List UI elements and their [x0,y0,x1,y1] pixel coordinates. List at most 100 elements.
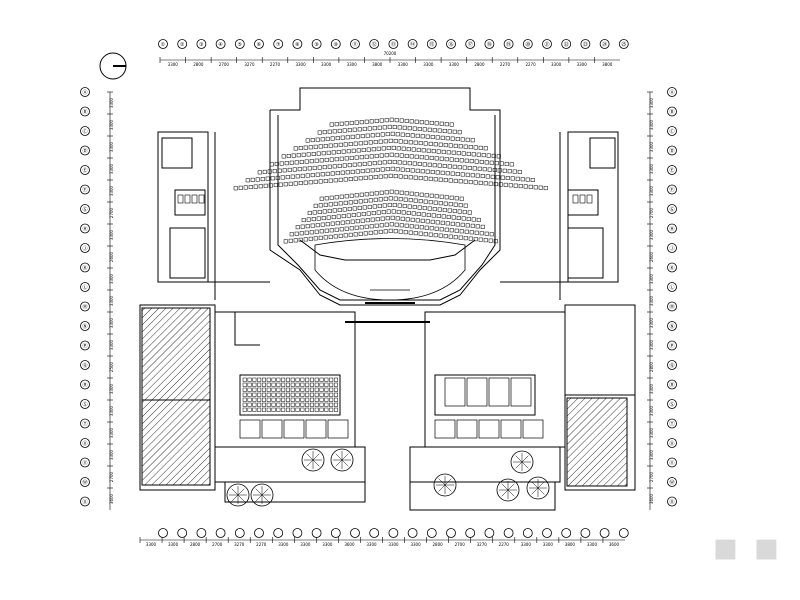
dimension-label: 3300 [587,542,598,547]
dimension-label: 3300 [109,185,114,196]
dimension-label: 3300 [649,273,654,284]
north-arrow-icon [99,52,127,80]
svg-text:Ⓢ: Ⓢ [82,401,87,408]
dimension-label: 2700 [649,207,654,218]
grid-bubble-side: Ⓧ [667,496,677,507]
svg-text:Ⓡ: Ⓡ [82,382,87,389]
dimension-label: 3300 [295,62,306,67]
toilet-icon [579,194,586,204]
dimension-label: 3600 [344,542,355,547]
dimension-label: 3600 [609,542,620,547]
grid-bubble-side: Ⓖ [80,204,90,214]
svg-text:Ⓐ: Ⓐ [82,89,87,96]
round-table-icon [433,473,457,497]
grid-bubble-top: ⑫ [369,39,380,49]
svg-text:⑲: ⑲ [506,41,511,48]
dimension-label: 3300 [109,229,114,240]
grid-bubble-top: ⑧ [292,39,303,49]
dimension-label: 2800 [433,542,444,547]
grid-bubble-bottom [311,528,322,538]
svg-text:③: ③ [199,42,203,48]
toilet-icon [191,194,198,204]
svg-text:Ⓚ: Ⓚ [82,265,87,272]
grid-bubble-bottom [542,528,552,538]
grid-bubble-side: Ⓤ [667,438,677,448]
restroom-fixtures [177,194,593,204]
svg-text:Ⓣ: Ⓣ [669,421,674,428]
dimension-label: 3300 [649,383,654,394]
svg-text:Ⓤ: Ⓤ [82,440,87,447]
svg-text:Ⓑ: Ⓑ [669,109,674,116]
svg-text:Ⓥ: Ⓥ [82,460,87,467]
dimension-label: 3300 [109,449,114,460]
svg-text:Ⓓ: Ⓓ [82,148,87,155]
grid-bubble-top: ⑱ [484,39,495,49]
grid-bubble-side: Ⓥ [80,457,90,468]
svg-text:Ⓧ: Ⓧ [669,499,674,506]
dimension-label: 3300 [322,542,333,547]
svg-text:㉓: ㉓ [583,41,588,48]
dimension-label: 2270 [525,62,536,67]
svg-text:Ⓖ: Ⓖ [82,206,87,213]
grid-bubble-side: Ⓜ [80,301,90,312]
grid-bubble-side: Ⓔ [80,165,90,175]
dimension-label: 2700 [455,542,466,547]
dimension-label: 3300 [649,185,654,196]
grid-bubble-side: Ⓐ [667,87,677,97]
svg-text:Ⓦ: Ⓦ [82,479,87,486]
svg-text:Ⓒ: Ⓒ [669,128,674,135]
dimension-label: 3300 [649,295,654,306]
grid-bubble-top: ⑥ [254,39,264,49]
dimension-label: 3300 [321,62,332,67]
grid-bubble-side: Ⓛ [80,282,90,292]
dimension-label: 3270 [477,542,488,547]
dimension-label: 2500 [109,361,114,372]
grid-bubble-side: Ⓔ [667,165,677,175]
dimension-label: 3300 [649,339,654,350]
dimension-label: 2800 [649,361,654,372]
grid-bubble-top: ② [177,39,188,49]
dimension-label: 3300 [649,405,654,416]
svg-text:Ⓖ: Ⓖ [669,206,674,213]
grid-bubble-side: Ⓗ [667,223,677,234]
grid-bubble-top: ⑤ [234,39,245,49]
stage [314,238,466,301]
dimension-label: 3300 [109,339,114,350]
grid-bubble-side: Ⓡ [667,379,677,390]
grid-bubble-bottom [196,528,207,538]
grid-bubble-top: ⑲ [503,39,514,49]
svg-text:Ⓜ: Ⓜ [669,304,674,311]
hatched-area-left-lower [141,399,211,486]
dimension-label: 3800 [602,62,613,67]
dimension-label: 2800 [474,62,485,67]
grid-bubble-bottom [484,528,495,538]
dimension-label: 3300 [109,119,114,130]
svg-text:⑱: ⑱ [487,41,492,48]
grid-bubble-side: Ⓦ [80,477,90,487]
grid-bubble-bottom [388,528,399,538]
grid-bubble-bottom [292,528,303,538]
grid-bubble-bottom [561,528,572,538]
dimension-label: 3300 [649,97,654,108]
grid-bubble-top: ⑩ [330,39,341,49]
round-tables [226,448,550,507]
grid-bubble-side: Ⓤ [80,438,90,448]
grid-bubble-bottom [465,528,476,538]
svg-text:⑨: ⑨ [314,42,318,48]
dimension-label: 3300 [449,62,460,67]
dimension-label: 3300 [109,273,114,284]
dimension-label: 3300 [109,405,114,416]
svg-text:Ⓤ: Ⓤ [669,440,674,447]
round-table-icon [526,476,550,500]
dimension-label: 3300 [649,427,654,438]
auditorium [269,87,501,323]
grid-bubble-bottom [369,528,380,538]
dimension-label: 2700 [219,62,230,67]
svg-text:Ⓕ: Ⓕ [669,187,674,194]
svg-text:⑤: ⑤ [238,42,242,48]
grid-bubble-top: ⑳ [522,39,533,49]
dimension-label: 3300 [551,62,562,67]
svg-text:⑥: ⑥ [257,42,262,48]
round-table-icon [510,450,534,474]
grid-bubble-side: Ⓥ [667,457,677,468]
